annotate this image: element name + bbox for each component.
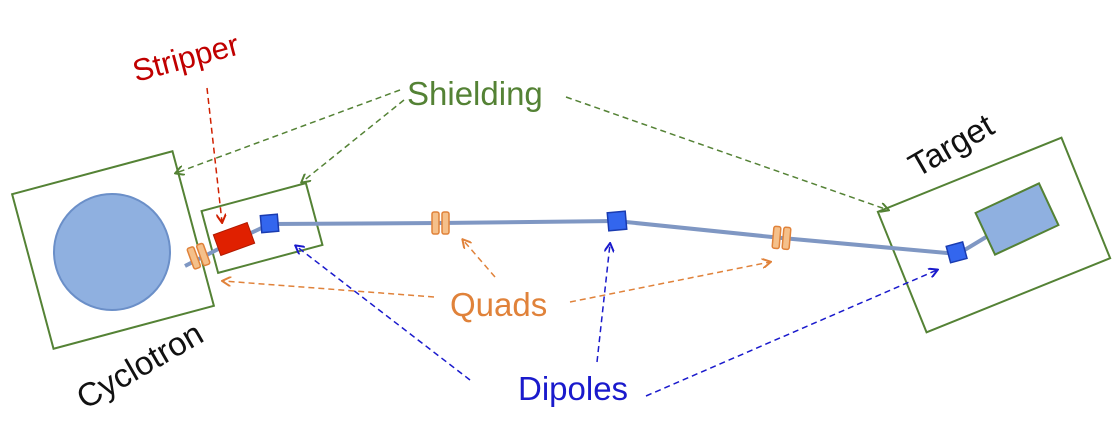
- target-label: Target: [902, 106, 1000, 184]
- quads-arrows: [223, 240, 770, 303]
- dipole-2: [606, 210, 628, 232]
- quad-1: [186, 242, 211, 270]
- target: [974, 182, 1060, 256]
- cyclotron-shielding: [10, 150, 216, 350]
- target-shielding: [876, 136, 1112, 334]
- cyclotron: [53, 193, 171, 311]
- dipole-1: [259, 213, 280, 234]
- quad-3: [771, 225, 792, 251]
- dipole-3: [945, 241, 968, 264]
- dipoles-label: Dipoles: [518, 370, 628, 407]
- quad-2: [431, 211, 450, 235]
- stripper: [212, 221, 256, 257]
- dipoles-arrows: [296, 244, 937, 397]
- shielding-arrows: [176, 89, 888, 210]
- quads-label: Quads: [450, 286, 547, 323]
- stripper-label: Stripper: [129, 27, 243, 89]
- stripper-arrow: [206, 87, 222, 222]
- beamline: [184, 217, 1018, 268]
- shielding-label: Shielding: [407, 75, 543, 112]
- cyclotron-label: Cyclotron: [70, 314, 209, 416]
- stripper-shielding: [200, 181, 324, 275]
